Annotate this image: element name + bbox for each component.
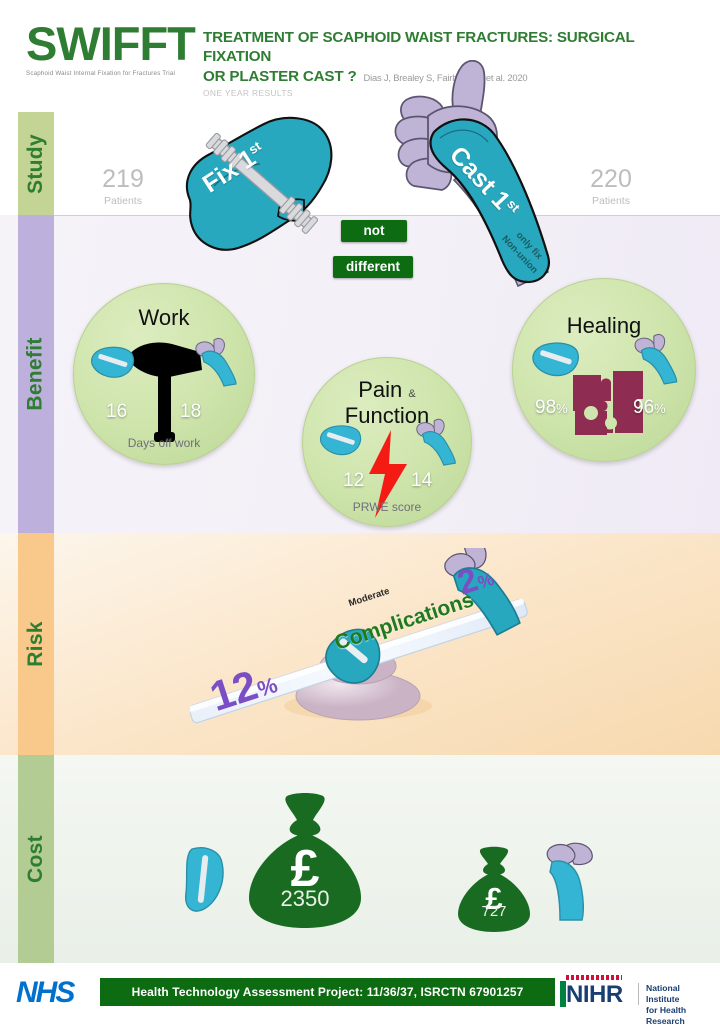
pain-title-line-2: Function <box>344 403 430 428</box>
cost-cast-money-bag: £ 727 <box>455 845 533 933</box>
work-footer-label: Days off work <box>127 436 201 450</box>
cast-arm-mini-icon <box>634 334 678 385</box>
sidebar-item-study[interactable]: Study <box>18 112 54 215</box>
section-study <box>0 108 720 215</box>
work-fix-value: 16 <box>106 401 128 422</box>
cast-arm-mini-icon <box>416 418 456 466</box>
benefit-circle-healing: Healing 98% 96% <box>512 278 696 462</box>
svg-text:£: £ <box>485 881 502 916</box>
sidebar-label-benefit: Benefit <box>24 337 47 411</box>
badge-different: different <box>333 256 413 278</box>
title-subtitle: ONE YEAR RESULTS <box>203 88 293 99</box>
svg-text:£: £ <box>291 840 320 898</box>
section-cost <box>0 755 720 963</box>
hammer-icon <box>130 342 202 442</box>
pain-cast-value: 14 <box>411 470 433 491</box>
sidebar-item-cost[interactable]: Cost <box>18 755 54 963</box>
cast-arm-mini-icon <box>195 337 237 387</box>
fix-bone-mini-icon <box>185 847 224 912</box>
cost-cast-arm-icon-wrap <box>540 840 602 922</box>
nihr-flag-dots-icon <box>566 975 622 980</box>
nihr-divider <box>638 983 639 1005</box>
fix-patients-label: Patients <box>104 195 142 207</box>
benefit-circle-work: Work 16 18 Days off work <box>73 283 255 465</box>
authors: Dias J, Brealey S, Fairhurst C, et al. 2… <box>363 71 528 83</box>
swifft-logo: SWIFFT Scaphoid Waist Internal Fixation … <box>26 17 201 77</box>
cost-fix-bone-icon-wrap <box>180 845 234 915</box>
seesaw-icon <box>188 541 528 724</box>
money-bag-icon: £ <box>249 793 361 928</box>
fix-bone-mini-icon <box>319 425 362 456</box>
swifft-logo-subtitle: Scaphoid Waist Internal Fixation for Fra… <box>26 69 176 77</box>
sidebar-label-cost: Cost <box>24 835 47 883</box>
page-title: TREATMENT OF SCAPHOID WAIST FRACTURES: S… <box>203 28 703 98</box>
scaphoid-bone-icon <box>185 116 333 251</box>
cast-patients-label: Patients <box>592 195 630 207</box>
title-line-1: TREATMENT OF SCAPHOID WAIST FRACTURES: S… <box>203 29 635 66</box>
scaphoid-bone-with-screw-illustration: Fix 1st <box>172 108 352 260</box>
footer-project-bar: Health Technology Assessment Project: 11… <box>100 978 555 1006</box>
sidebar-label-risk: Risk <box>24 621 47 667</box>
healing-title: Healing <box>566 313 642 338</box>
nihr-wordmark: NIHR <box>566 981 623 1008</box>
cost-fix-amount: 2350 <box>280 886 330 911</box>
footer-project-text: Health Technology Assessment Project: 11… <box>131 985 524 999</box>
cast-patients-count: 220 <box>590 165 632 193</box>
title-line-2: OR PLASTER CAST ? <box>203 67 357 85</box>
pain-fix-value: 12 <box>343 470 365 491</box>
healing-cast-value: 96% <box>633 397 666 418</box>
fix-bone-mini-icon <box>532 342 579 377</box>
sidebar-item-risk[interactable]: Risk <box>18 533 54 755</box>
fix-patients-count: 219 <box>102 165 144 193</box>
cast-patients-count-block: 220 Patients <box>573 165 649 208</box>
swifft-logo-wordmark: SWIFFT <box>26 17 196 70</box>
divider-study-benefit <box>54 215 720 216</box>
jigsaw-puzzle-icon <box>573 371 643 435</box>
nihr-green-bar-icon <box>560 981 566 1007</box>
work-cast-value: 18 <box>180 401 202 422</box>
sidebar-label-study: Study <box>24 133 47 194</box>
pain-footer-label: PRWE score <box>352 500 422 514</box>
cast-arm-mini-icon <box>546 842 593 921</box>
nhs-logo: NHS <box>16 976 75 1009</box>
cast-arm-icon <box>394 59 550 288</box>
healing-fix-value: 98% <box>535 397 568 418</box>
benefit-circle-pain-function: Pain & Function 12 14 PRWE score <box>302 357 472 527</box>
sidebar-item-benefit[interactable]: Benefit <box>18 215 54 533</box>
work-title: Work <box>138 305 190 330</box>
cost-cast-amount: 727 <box>481 903 507 920</box>
lightning-bolt-icon <box>369 430 407 518</box>
header: SWIFFT Scaphoid Waist Internal Fixation … <box>0 0 720 110</box>
pain-title-line-1: Pain & <box>358 377 416 402</box>
fix-bone-mini-icon <box>91 346 135 378</box>
money-bag-icon: £ <box>458 846 530 932</box>
badge-not: not <box>341 220 407 242</box>
seesaw-illustration: Moderate Complications 12% 2% <box>188 541 530 748</box>
fix-patients-count-block: 219 Patients <box>85 165 161 208</box>
cost-fix-money-bag: £ 2350 <box>243 790 367 930</box>
